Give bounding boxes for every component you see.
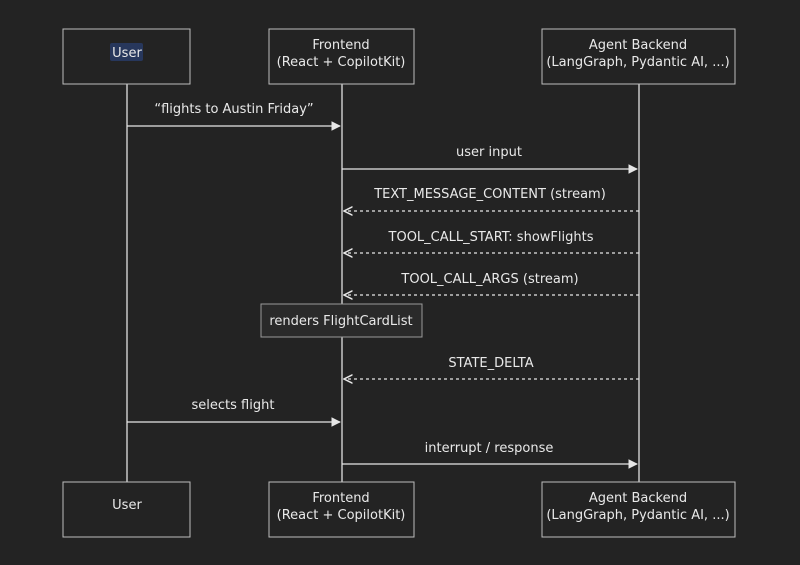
message-state-delta: STATE_DELTA <box>344 356 639 379</box>
message-interrupt-response: interrupt / response <box>342 441 638 469</box>
message-user-input: user input <box>342 145 638 174</box>
participant-user-label: User <box>112 498 142 513</box>
message-label: user input <box>456 145 522 160</box>
message-label: “flights to Austin Friday” <box>154 102 313 117</box>
participant-backend-top: Agent Backend (LangGraph, Pydantic AI, .… <box>541 28 736 85</box>
message-label: TEXT_MESSAGE_CONTENT (stream) <box>373 187 606 202</box>
message-label: TOOL_CALL_ARGS (stream) <box>400 272 578 287</box>
participant-backend-label: Agent Backend <box>589 491 687 506</box>
participant-user-top: User <box>62 28 191 85</box>
message-label: selects flight <box>192 398 275 413</box>
message-tool-call-args: TOOL_CALL_ARGS (stream) <box>344 272 639 295</box>
participant-backend-sublabel: (LangGraph, Pydantic AI, ...) <box>546 55 729 70</box>
participant-user-bottom: User <box>62 481 191 538</box>
note-label: renders FlightCardList <box>269 314 412 329</box>
text-selection-highlight <box>110 43 143 61</box>
message-label: STATE_DELTA <box>448 356 533 371</box>
participant-frontend-label: Frontend <box>312 38 369 53</box>
participant-backend-sublabel: (LangGraph, Pydantic AI, ...) <box>546 508 729 523</box>
message-label: interrupt / response <box>425 441 554 456</box>
message-selects-flight: selects flight <box>127 398 341 427</box>
participant-user-label: User <box>112 46 142 61</box>
participant-backend-label: Agent Backend <box>589 38 687 53</box>
message-text-message-content: TEXT_MESSAGE_CONTENT (stream) <box>344 187 639 211</box>
participant-frontend-top: Frontend (React + CopilotKit) <box>268 28 415 85</box>
participant-frontend-bottom: Frontend (React + CopilotKit) <box>268 481 415 538</box>
message-flights-query: “flights to Austin Friday” <box>127 102 341 131</box>
participant-frontend-sublabel: (React + CopilotKit) <box>277 508 406 523</box>
message-label: TOOL_CALL_START: showFlights <box>388 230 594 245</box>
participant-frontend-sublabel: (React + CopilotKit) <box>277 55 406 70</box>
note-renders-flightcardlist: renders FlightCardList <box>260 303 423 338</box>
participant-frontend-label: Frontend <box>312 491 369 506</box>
message-tool-call-start: TOOL_CALL_START: showFlights <box>344 230 639 253</box>
participant-backend-bottom: Agent Backend (LangGraph, Pydantic AI, .… <box>541 481 736 538</box>
